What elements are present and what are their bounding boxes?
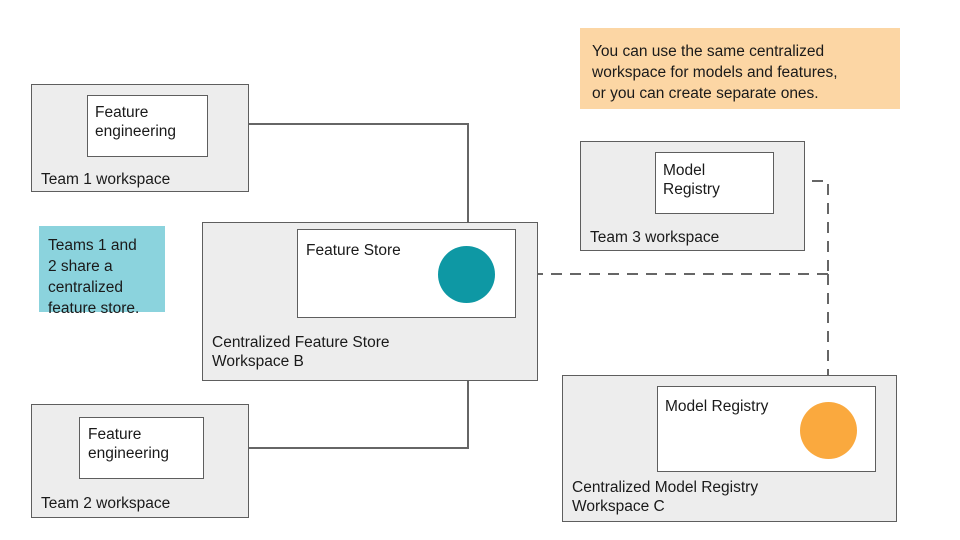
label-workspace-c: Centralized Model Registry Workspace C: [572, 479, 759, 515]
label-team3-model-registry: Model Registry: [663, 162, 720, 198]
label-workspace-team1: Team 1 workspace: [41, 171, 171, 188]
label-model-registry: Model Registry: [665, 398, 769, 415]
label-feature-store: Feature Store: [306, 242, 401, 259]
label-team2-feature-engineering: Feature engineering: [88, 426, 170, 462]
note-shared-feature-store: Teams 1 and 2 share a centralized featur…: [39, 226, 165, 317]
box-team2-feature-engineering[interactable]: [79, 417, 204, 479]
box-team1-feature-engineering[interactable]: [87, 95, 208, 157]
node-model-registry[interactable]: [800, 402, 857, 459]
label-workspace-team2: Team 2 workspace: [41, 495, 171, 512]
label-workspace-team3: Team 3 workspace: [590, 229, 720, 246]
node-feature-store[interactable]: [438, 246, 495, 303]
box-team3-model-registry[interactable]: [655, 152, 774, 214]
label-team1-feature-engineering: Feature engineering: [95, 104, 177, 140]
label-workspace-b: Centralized Feature Store Workspace B: [212, 334, 390, 370]
note-same-or-separate-workspace: You can use the same centralized workspa…: [580, 28, 900, 109]
